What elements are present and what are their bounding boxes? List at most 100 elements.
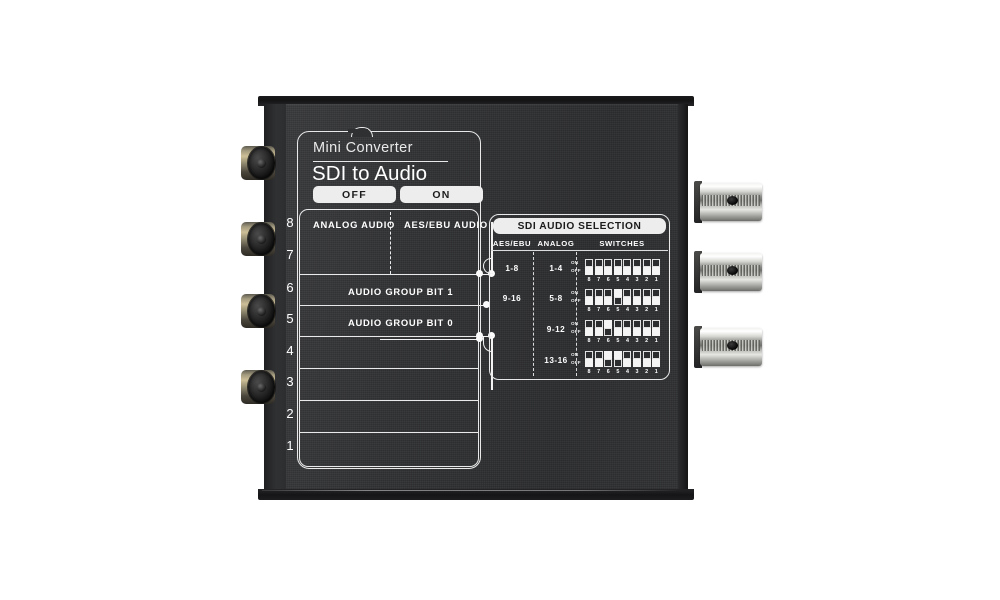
dip-switch-7[interactable] xyxy=(594,351,603,368)
dip-switch-7[interactable] xyxy=(594,320,603,337)
dip-switch-top[interactable] xyxy=(623,289,632,297)
dip-switch-8[interactable] xyxy=(585,289,594,306)
dip-switch-top[interactable] xyxy=(594,320,603,328)
dip-switch-top[interactable] xyxy=(642,351,651,359)
dip-switch-3[interactable] xyxy=(633,289,642,306)
dip-switch-top[interactable] xyxy=(585,289,594,297)
dip-switch-top[interactable] xyxy=(623,351,632,359)
dip-switch-bottom[interactable] xyxy=(594,267,603,275)
dip-switch-bottom[interactable] xyxy=(604,328,613,336)
dip-switch-5[interactable] xyxy=(613,320,622,337)
dip-switch-bottom[interactable] xyxy=(642,359,651,367)
dip-switch-bottom[interactable] xyxy=(633,328,642,336)
dip-switch-top[interactable] xyxy=(633,259,642,267)
dip-switch-bottom[interactable] xyxy=(613,267,622,275)
dip-switch-bottom[interactable] xyxy=(652,359,661,367)
dip-switch-bottom[interactable] xyxy=(623,297,632,305)
dip-switch-top[interactable] xyxy=(633,351,642,359)
dip-switch-bottom[interactable] xyxy=(594,328,603,336)
dip-switch-top[interactable] xyxy=(652,351,661,359)
dip-switch-top[interactable] xyxy=(585,259,594,267)
dip-switch-top[interactable] xyxy=(652,289,661,297)
dip-switch-5[interactable] xyxy=(613,289,622,306)
dip-switch-1[interactable] xyxy=(652,289,661,306)
dip-switch-bottom[interactable] xyxy=(623,267,632,275)
dip-switch-top[interactable] xyxy=(585,320,594,328)
dip-switch-bottom[interactable] xyxy=(652,328,661,336)
dip-switch-top[interactable] xyxy=(604,289,613,297)
dip-switch-top[interactable] xyxy=(594,259,603,267)
dip-switch-bottom[interactable] xyxy=(642,267,651,275)
dip-switch-top[interactable] xyxy=(642,320,651,328)
dip-switch-2[interactable] xyxy=(642,289,651,306)
dip-switch-bottom[interactable] xyxy=(613,359,622,367)
dip-switch-bottom[interactable] xyxy=(613,297,622,305)
rca-connector-2[interactable] xyxy=(241,222,275,256)
dip-switch-8[interactable] xyxy=(585,351,594,368)
dip-switch-top[interactable] xyxy=(633,320,642,328)
dip-switch-bottom[interactable] xyxy=(652,267,661,275)
dip-switch-top[interactable] xyxy=(642,259,651,267)
dip-switch-5[interactable] xyxy=(613,351,622,368)
dip-switch-bottom[interactable] xyxy=(585,328,594,336)
dip-switch-1[interactable] xyxy=(652,259,661,276)
dip-switch-bottom[interactable] xyxy=(594,297,603,305)
dip-switch-bottom[interactable] xyxy=(594,359,603,367)
dip-switch-top[interactable] xyxy=(613,320,622,328)
dip-switch-top[interactable] xyxy=(642,289,651,297)
dip-switch-top[interactable] xyxy=(585,351,594,359)
dip-switch-2[interactable] xyxy=(642,259,651,276)
dip-switch-top[interactable] xyxy=(594,351,603,359)
toggle-on-label[interactable]: ON xyxy=(400,186,483,203)
dip-switch-6[interactable] xyxy=(604,289,613,306)
dip-switch-bottom[interactable] xyxy=(623,328,632,336)
dip-switch-top[interactable] xyxy=(652,259,661,267)
dip-switch-bottom[interactable] xyxy=(633,359,642,367)
dip-switch-bottom[interactable] xyxy=(604,359,613,367)
dip-switch-2[interactable] xyxy=(642,351,651,368)
dip-switch-7[interactable] xyxy=(594,289,603,306)
toggle-off-label[interactable]: OFF xyxy=(313,186,396,203)
dip-switch-4[interactable] xyxy=(623,289,632,306)
dip-switch-top[interactable] xyxy=(604,351,613,359)
dip-switch-4[interactable] xyxy=(623,259,632,276)
dip-switch-top[interactable] xyxy=(613,351,622,359)
dip-switch-top[interactable] xyxy=(613,289,622,297)
dip-switch-top[interactable] xyxy=(604,320,613,328)
dip-switch-bottom[interactable] xyxy=(633,267,642,275)
dip-switch-top[interactable] xyxy=(604,259,613,267)
dip-switch-5[interactable] xyxy=(613,259,622,276)
dip-switch-8[interactable] xyxy=(585,320,594,337)
dip-switch-6[interactable] xyxy=(604,259,613,276)
dip-switch-bottom[interactable] xyxy=(642,328,651,336)
bnc-connector-1[interactable] xyxy=(694,178,762,226)
dip-switch-top[interactable] xyxy=(613,259,622,267)
dip-switch-bottom[interactable] xyxy=(613,328,622,336)
bnc-connector-2[interactable] xyxy=(694,248,762,296)
dip-switch-bottom[interactable] xyxy=(623,359,632,367)
bnc-connector-3[interactable] xyxy=(694,323,762,371)
dip-switch-3[interactable] xyxy=(633,351,642,368)
dip-switch-4[interactable] xyxy=(623,351,632,368)
dip-switch-bottom[interactable] xyxy=(585,359,594,367)
dip-switch-6[interactable] xyxy=(604,351,613,368)
dip-switch-bottom[interactable] xyxy=(604,297,613,305)
dip-switch-top[interactable] xyxy=(623,320,632,328)
dip-switch-bottom[interactable] xyxy=(642,297,651,305)
dip-switch-2[interactable] xyxy=(642,320,651,337)
dip-switch-top[interactable] xyxy=(623,259,632,267)
dip-switch-7[interactable] xyxy=(594,259,603,276)
dip-switch-top[interactable] xyxy=(594,289,603,297)
dip-switch-3[interactable] xyxy=(633,259,642,276)
dip-switch-4[interactable] xyxy=(623,320,632,337)
dip-switch-bottom[interactable] xyxy=(604,267,613,275)
dip-switch-top[interactable] xyxy=(633,289,642,297)
dip-switch-6[interactable] xyxy=(604,320,613,337)
dip-switch-1[interactable] xyxy=(652,320,661,337)
rca-connector-4[interactable] xyxy=(241,370,275,404)
dip-switch-bottom[interactable] xyxy=(585,267,594,275)
